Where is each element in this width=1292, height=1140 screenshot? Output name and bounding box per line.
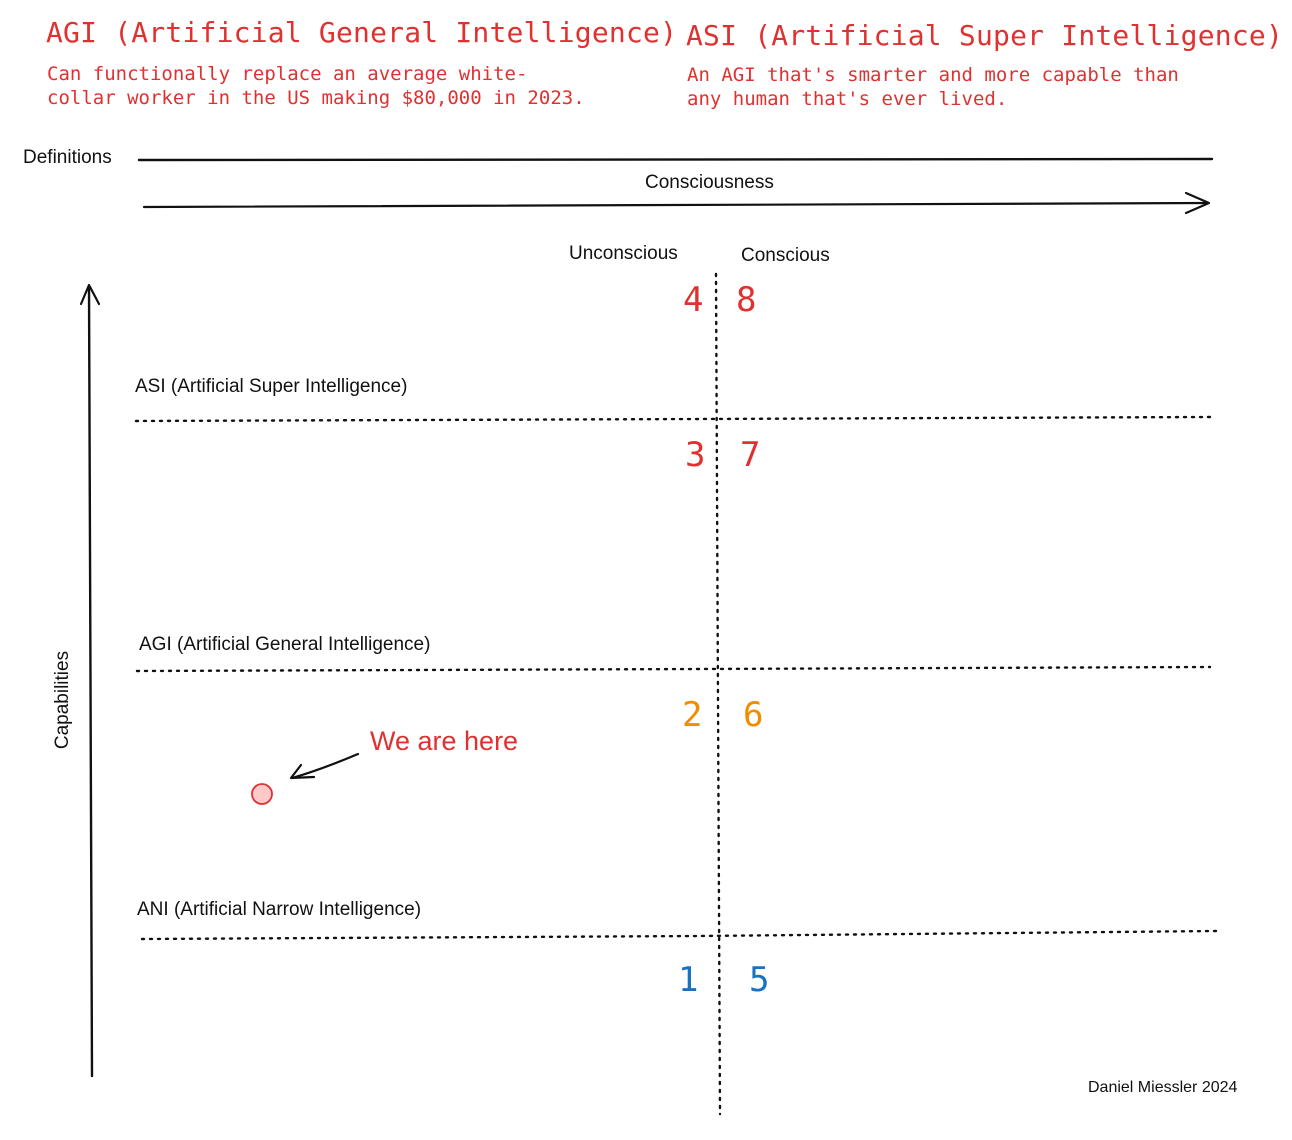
quadrant-5: 5 — [749, 960, 770, 1000]
agi-level-label: AGI (Artificial General Intelligence) — [139, 634, 431, 655]
quadrant-6: 6 — [743, 695, 764, 735]
agi-definition-title: AGI (Artificial General Intelligence) — [46, 16, 678, 49]
asi-level-label: ASI (Artificial Super Intelligence) — [135, 376, 408, 397]
asi-level-line — [134, 415, 1212, 423]
quadrant-4: 4 — [683, 280, 704, 320]
quadrant-2: 2 — [682, 695, 703, 735]
ani-level-label: ANI (Artificial Narrow Intelligence) — [137, 899, 422, 920]
asi-definition-title: ASI (Artificial Super Intelligence) — [686, 19, 1284, 52]
ani-level-line — [140, 929, 1218, 941]
agi-level-line — [135, 665, 1212, 673]
consciousness-axis-label: Consciousness — [645, 172, 774, 193]
quadrant-7: 7 — [740, 435, 761, 475]
current-position-marker — [251, 783, 273, 805]
definitions-row-label: Definitions — [23, 147, 112, 168]
quadrant-3: 3 — [685, 435, 706, 475]
we-are-here-arrow — [290, 752, 360, 780]
conscious-label: Conscious — [741, 245, 830, 266]
agi-definition-text-line2: collar worker in the US making $80,000 i… — [47, 87, 585, 109]
asi-definition-text-line2: any human that's ever lived. — [687, 88, 1008, 110]
we-are-here-arrowhead — [289, 763, 316, 780]
quadrant-1: 1 — [678, 960, 699, 1000]
unconscious-label: Unconscious — [569, 243, 678, 264]
capabilities-axis-label: Capabilities — [52, 650, 73, 750]
asi-definition-text-line1: An AGI that's smarter and more capable t… — [687, 64, 1179, 86]
we-are-here-label: We are here — [370, 726, 519, 756]
consciousness-axis-line — [142, 201, 1210, 209]
consciousness-axis-arrowhead — [1184, 191, 1211, 215]
author-credit: Daniel Miessler 2024 — [1088, 1079, 1238, 1096]
quadrant-8: 8 — [736, 280, 757, 320]
agi-definition-text-line1: Can functionally replace an average whit… — [47, 63, 528, 85]
capabilities-axis-arrowhead — [79, 283, 101, 306]
capabilities-axis-line — [87, 284, 94, 1078]
definitions-bar — [137, 157, 1214, 162]
consciousness-divider — [714, 272, 722, 1116]
capabilities-axis-label-wrap: Capabilities — [13, 651, 113, 749]
